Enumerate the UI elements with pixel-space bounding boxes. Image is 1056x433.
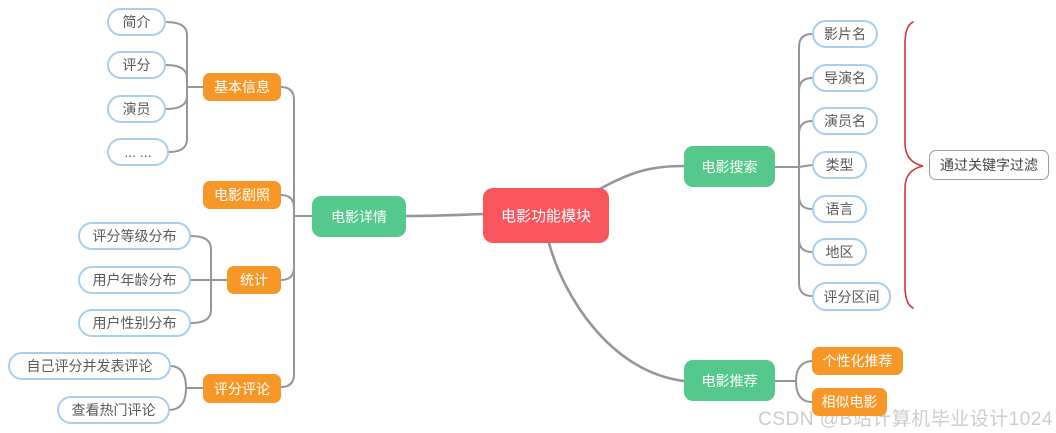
connector-basic-info-rating [165, 64, 188, 88]
node-user-age-distribution[interactable]: 用户年龄分布 [78, 266, 191, 294]
connector-comments-view-hot [169, 387, 187, 411]
node-film-name[interactable]: 影片名 [812, 20, 878, 48]
connector-basic-info-actors [165, 86, 188, 110]
node-rating[interactable]: 评分 [107, 51, 166, 79]
node-similar-movies[interactable]: 相似电影 [812, 388, 887, 416]
connector-recommend-similar [795, 380, 813, 403]
node-movie-detail[interactable]: 电影详情 [312, 196, 406, 237]
node-rating-comments[interactable]: 评分评论 [203, 374, 281, 403]
connector-search-director-name [798, 77, 813, 168]
connector-recommend-personalized [795, 360, 813, 382]
node-rating-range[interactable]: 评分区间 [812, 282, 891, 311]
node-root[interactable]: 电影功能模块 [483, 188, 609, 243]
connector-comments-self-rate [170, 365, 187, 389]
node-keyword-filter-note[interactable]: 通过关键字过滤 [929, 150, 1049, 180]
node-movie-stills[interactable]: 电影剧照 [203, 181, 281, 209]
connector-statistics-user-gender [190, 279, 212, 324]
connector-root-movie-recommend [547, 241, 686, 383]
connector-detail-rating-comments [280, 215, 295, 388]
node-director-name[interactable]: 导演名 [812, 64, 878, 92]
node-personalized-recommend[interactable]: 个性化推荐 [812, 347, 903, 375]
node-view-hot-comments[interactable]: 查看热门评论 [57, 396, 170, 424]
connector-root-movie-detail [404, 212, 485, 218]
connector-basic-info-intro [165, 21, 188, 88]
node-basic-info[interactable]: 基本信息 [203, 73, 281, 101]
watermark-text: CSDN @B站计算机毕业设计1024 [758, 409, 1053, 430]
node-self-rate-and-comment[interactable]: 自己评分并发表评论 [8, 352, 171, 380]
node-genre[interactable]: 类型 [812, 151, 867, 179]
node-user-gender-distribution[interactable]: 用户性别分布 [78, 309, 191, 337]
connector-search-genre [798, 164, 813, 168]
connector-search-actor-name [798, 120, 813, 168]
connector-search-rating-range [798, 166, 813, 297]
connector-basic-info-ellipsis [168, 86, 188, 153]
node-intro[interactable]: 简介 [107, 8, 166, 36]
node-language[interactable]: 语言 [812, 195, 867, 223]
connector-search-language [798, 166, 813, 210]
node-actor-name[interactable]: 演员名 [812, 107, 878, 135]
connector-statistics-rating-level [190, 235, 212, 281]
node-actors[interactable]: 演员 [107, 95, 166, 123]
node-ellipsis[interactable]: ... ... [107, 138, 169, 166]
connector-detail-movie-stills [280, 194, 295, 217]
connector-root-movie-search [596, 164, 686, 192]
node-region[interactable]: 地区 [812, 238, 867, 266]
connector-detail-basic-info [280, 86, 295, 217]
connector-detail-statistics [280, 215, 295, 281]
node-movie-recommend[interactable]: 电影推荐 [684, 360, 775, 401]
keyword-filter-brace [904, 21, 924, 309]
connector-search-film-name [798, 33, 813, 168]
node-movie-search[interactable]: 电影搜索 [684, 146, 775, 187]
node-statistics[interactable]: 统计 [227, 266, 281, 294]
node-rating-level-distribution[interactable]: 评分等级分布 [78, 222, 191, 250]
